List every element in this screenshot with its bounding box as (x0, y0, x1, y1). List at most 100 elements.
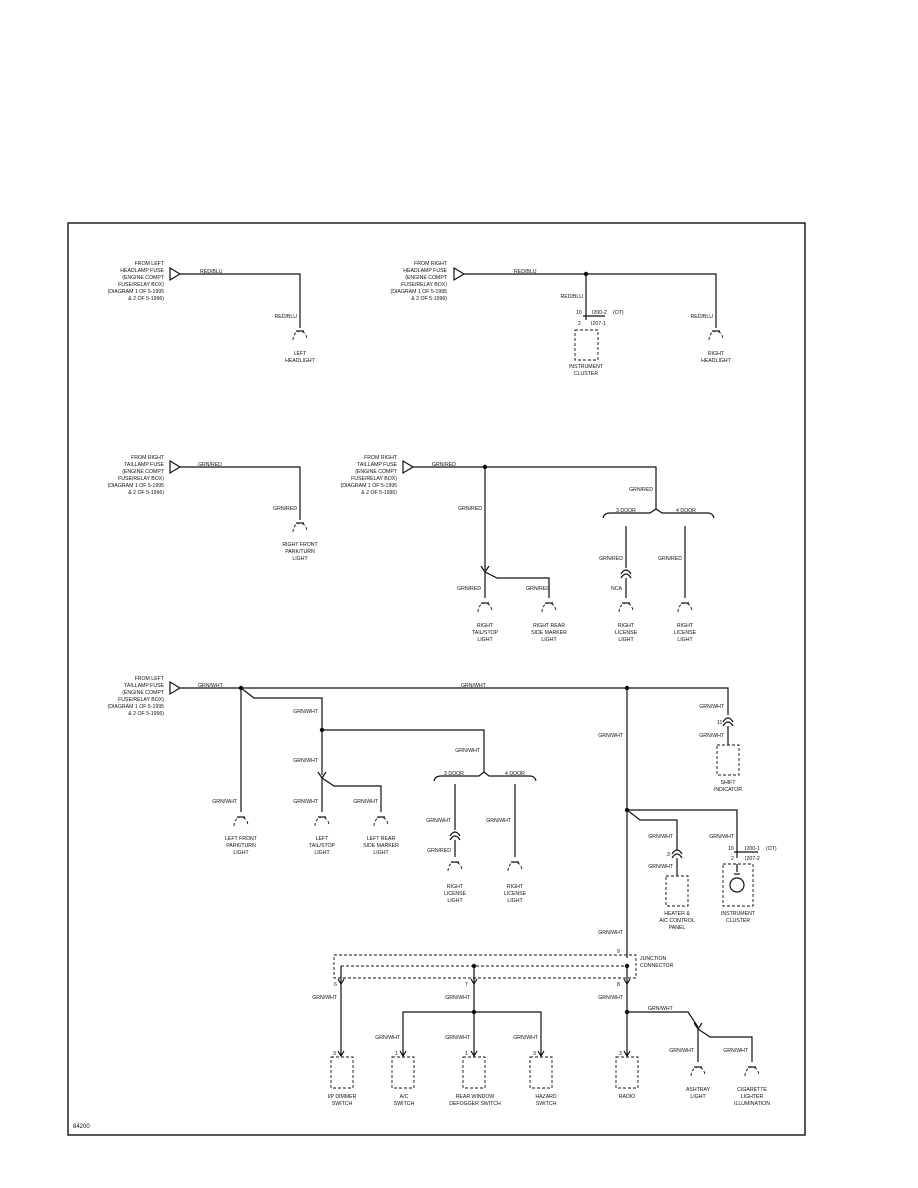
wire-label: GRN/WHT (699, 733, 725, 739)
wire-label: RED/BLU (200, 269, 223, 275)
svg-text:FROM LEFT: FROM LEFT (135, 676, 165, 682)
svg-text:& 2 OF 5-1996): & 2 OF 5-1996) (128, 296, 164, 302)
svg-text:FROM RIGHT: FROM RIGHT (131, 455, 165, 461)
svg-text:(ENGINE COMPT: (ENGINE COMPT (122, 275, 165, 281)
svg-text:11: 11 (717, 720, 722, 726)
section-right-rear: FROM RIGHT TAILLAMP FUSE (ENGINE COMPT F… (340, 455, 715, 643)
lamp-icon (729, 864, 745, 893)
wire-label: GRN/WHT (445, 1035, 471, 1041)
wire-label: GRN/RED (458, 506, 482, 512)
wire-label: GRN/WHT (598, 995, 624, 1001)
wire-label: GRN/WHT (513, 1035, 539, 1041)
svg-text:7: 7 (465, 982, 468, 988)
svg-text:& 2 OF 5-1996): & 2 OF 5-1996) (361, 490, 397, 496)
instrument-cluster-box (574, 329, 599, 361)
svg-text:8: 8 (617, 982, 620, 988)
connector-icon (620, 569, 632, 579)
svg-text:(ENGINE COMPT: (ENGINE COMPT (122, 690, 165, 696)
lamp-icon (292, 522, 308, 533)
shift-indicator-box (716, 744, 740, 776)
svg-text:HEADLAMP FUSE: HEADLAMP FUSE (120, 268, 164, 274)
section-left-taillamp: FROM LEFT TAILLAMP FUSE (ENGINE COMPT FU… (107, 676, 776, 1107)
lamp-icon (477, 602, 493, 613)
svg-text:(ENGINE COMPT: (ENGINE COMPT (355, 469, 398, 475)
wire-label: RED/BLU (275, 314, 298, 320)
wire-label: GRN/WHT (312, 995, 338, 1001)
svg-text:I200-1: I200-1 (745, 846, 760, 852)
lamp-icon (744, 1066, 760, 1077)
door-option-4: 4 DOOR (505, 771, 525, 777)
section-right-front-park: FROM RIGHT TAILLAMP FUSE (ENGINE COMPT F… (107, 455, 318, 562)
junction-connector (333, 954, 637, 986)
wire-label: GRN/RED (457, 586, 481, 592)
wire-label: RED/BLU (561, 294, 584, 300)
wire-label: GRN/RED (273, 506, 297, 512)
svg-text:TAILLAMP FUSE: TAILLAMP FUSE (124, 462, 164, 468)
svg-text:& 2 OF 5-1996): & 2 OF 5-1996) (411, 296, 447, 302)
wire-label: GRN/WHT (461, 683, 487, 689)
wire-label: GRN/WHT (699, 704, 725, 710)
wire-label: GRN/WHT (293, 758, 319, 764)
wire-label: GRN/WHT (598, 930, 624, 936)
lamp-icon (447, 861, 463, 872)
wire-label: GRN/WHT (375, 1035, 401, 1041)
source-right-taillamp-fuse: FROM RIGHT TAILLAMP FUSE (ENGINE COMPT F… (107, 455, 182, 496)
wire-label: GRN/WHT (648, 1006, 674, 1012)
door-option-4: 4 DOOR (676, 508, 696, 514)
svg-text:10: 10 (576, 310, 582, 316)
source-arrow-icon (169, 266, 182, 282)
svg-text:(DIAGRAM 1 OF 5-1995: (DIAGRAM 1 OF 5-1995 (107, 289, 164, 295)
wire-label: RED/BLU (691, 314, 714, 320)
svg-text:9: 9 (617, 949, 620, 955)
door-option-bracket (602, 508, 715, 519)
svg-text:TAILLAMP FUSE: TAILLAMP FUSE (124, 683, 164, 689)
ip-dimmer-switch-box (330, 1056, 354, 1089)
wire-label: GRN/WHT (598, 733, 624, 739)
lamp-icon (314, 816, 330, 827)
lamp-icon (690, 1066, 706, 1077)
source-arrow-icon (169, 680, 182, 696)
wire-label: GRN/RED (629, 487, 653, 493)
wire-label: GRN/WHT (709, 834, 735, 840)
lamp-icon (677, 602, 693, 613)
svg-text:& 2 OF 5-1996): & 2 OF 5-1996) (128, 711, 164, 717)
wire-label: GRN/WHT (353, 799, 379, 805)
radio-box (615, 1056, 639, 1089)
svg-text:FUSE/RELAY BOX): FUSE/RELAY BOX) (351, 476, 397, 482)
door-option-3: 3 DOOR (616, 508, 636, 514)
connector-icon (722, 717, 734, 727)
wire-label: GRN/WHT (669, 1048, 695, 1054)
svg-text:FUSE/RELAY BOX): FUSE/RELAY BOX) (118, 476, 164, 482)
wire-label: GRN/RED (427, 848, 451, 854)
svg-text:(ENGINE COMPT: (ENGINE COMPT (122, 469, 165, 475)
source-arrow-icon (169, 459, 182, 475)
svg-text:TAILLAMP FUSE: TAILLAMP FUSE (357, 462, 397, 468)
section-headlights: FROM LEFT HEADLAMP FUSE (ENGINE COMPT FU… (107, 261, 731, 377)
nca-label: NCA (611, 586, 622, 592)
svg-text:3: 3 (667, 852, 670, 858)
source-right-headlamp-fuse: FROM RIGHT HEADLAMP FUSE (ENGINE COMPT F… (390, 261, 466, 302)
wire-label: GRN/WHT (293, 709, 319, 715)
svg-text:I207-2: I207-2 (745, 856, 760, 862)
connector-icon (449, 831, 461, 841)
svg-text:I207-1: I207-1 (591, 321, 606, 327)
svg-text:(DIAGRAM 1 OF 5-1995: (DIAGRAM 1 OF 5-1995 (340, 483, 397, 489)
source-left-taillamp-fuse: FROM LEFT TAILLAMP FUSE (ENGINE COMPT FU… (107, 676, 182, 717)
svg-text:(DIAGRAM 1 OF 5-1995: (DIAGRAM 1 OF 5-1995 (107, 483, 164, 489)
svg-text:1: 1 (465, 1051, 468, 1057)
